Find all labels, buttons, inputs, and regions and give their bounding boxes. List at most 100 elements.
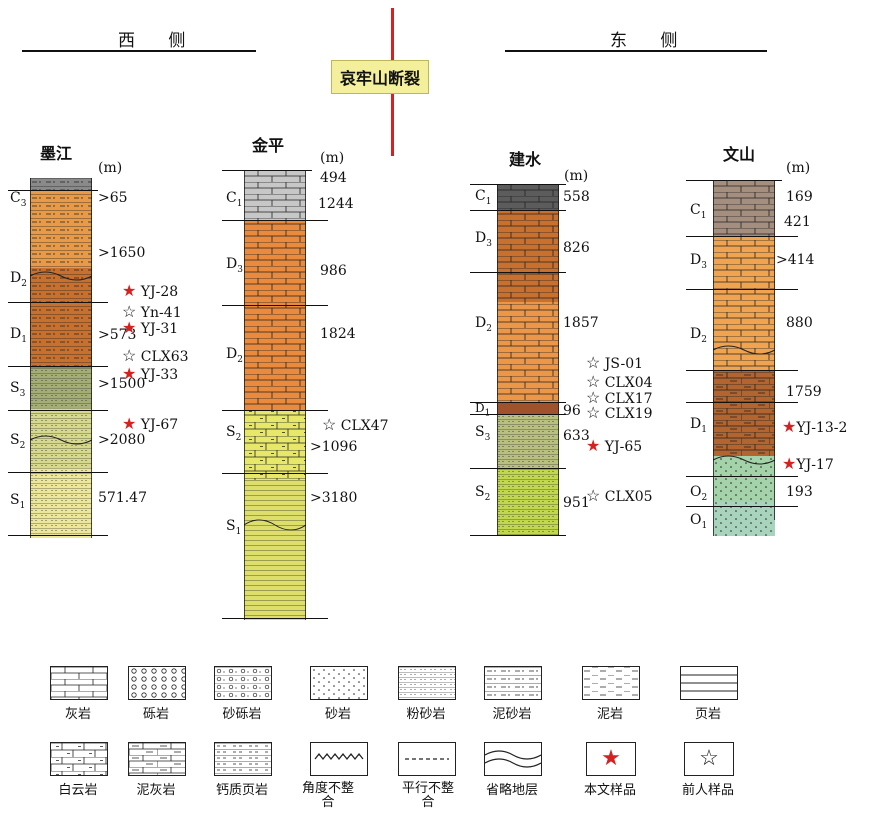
legend-this-study-sample-icon: ★ xyxy=(586,742,636,776)
stratum-label: D2 xyxy=(10,270,27,289)
star-outline-icon: ☆ xyxy=(122,302,137,321)
boundary xyxy=(8,302,108,303)
boundary xyxy=(686,506,798,507)
stratum-label: D3 xyxy=(226,256,243,275)
stratum-label: S1 xyxy=(10,492,26,511)
stratum-label: D2 xyxy=(226,346,243,365)
thickness-label: >65 xyxy=(98,190,128,206)
stratum-label: O1 xyxy=(690,512,708,531)
section-name-jianshui: 建水 xyxy=(509,150,542,169)
boundary xyxy=(222,220,328,221)
stratum-label: S2 xyxy=(226,424,242,443)
thickness-label: >1096 xyxy=(310,439,358,455)
thickness-label: 193 xyxy=(786,484,813,500)
legend-label: 灰岩 xyxy=(64,707,91,722)
column-jianshui xyxy=(497,184,559,536)
star-outline-icon: ☆ xyxy=(322,415,337,434)
boundary xyxy=(470,402,566,403)
thickness-label: >1500 xyxy=(98,376,146,392)
thickness-label: 1824 xyxy=(320,326,356,342)
thickness-label: >2080 xyxy=(98,432,146,448)
west-side-line xyxy=(22,50,256,52)
star-outline-icon: ☆ xyxy=(586,372,601,391)
boundary xyxy=(470,184,566,185)
thickness-label: 1857 xyxy=(563,315,599,331)
legend-label: 前人样品 xyxy=(681,783,734,798)
legend-shale-icon xyxy=(680,666,738,700)
legend-dolomite-icon xyxy=(50,742,108,776)
legend-conglomerate-icon xyxy=(128,666,186,700)
star-filled-icon: ★ xyxy=(586,436,601,455)
thickness-label: 880 xyxy=(786,315,813,331)
stratum-label: C1 xyxy=(226,190,243,209)
legend-label: 白云岩 xyxy=(58,783,98,798)
sample-marker: ★ YJ-67 xyxy=(122,414,179,433)
sample-marker: ★ YJ-65 xyxy=(586,436,643,455)
legend-limestone-icon xyxy=(50,666,108,700)
stratum-label: D1 xyxy=(690,416,707,435)
boundary xyxy=(686,402,798,403)
stratum-label: D1 xyxy=(10,326,27,345)
legend-marl-icon xyxy=(128,742,186,776)
boundary xyxy=(222,473,328,474)
stratum-label: D1 xyxy=(475,401,491,419)
stratum-label: D2 xyxy=(690,326,707,345)
section-name-mojiang: 墨江 xyxy=(40,144,73,163)
thickness-label: 571.47 xyxy=(98,490,147,506)
boundary xyxy=(222,410,328,411)
boundary xyxy=(8,410,108,411)
thickness-label: 986 xyxy=(320,263,347,279)
thickness-label: 558 xyxy=(563,189,590,205)
legend-label: 本文样品 xyxy=(583,783,636,798)
thickness-label: >573 xyxy=(98,327,137,343)
stratum-label: S1 xyxy=(226,518,242,537)
thickness-label: 826 xyxy=(563,240,590,256)
stratum-label: D2 xyxy=(475,315,492,334)
star-filled-icon: ★ xyxy=(122,281,137,300)
boundary xyxy=(470,414,566,415)
boundary xyxy=(686,180,782,181)
thickness-label: 421 xyxy=(784,214,811,230)
legend-label: 砾岩 xyxy=(142,707,169,722)
legend-sandstone-icon xyxy=(310,666,368,700)
legend-label: 泥岩 xyxy=(596,707,623,722)
column-jinping xyxy=(244,170,306,620)
boundary xyxy=(470,272,566,273)
legend-muddy-sandstone-icon xyxy=(484,666,542,700)
thickness-label: >1650 xyxy=(98,245,146,261)
boundary xyxy=(8,472,108,473)
sample-marker: ☆ CLX04 xyxy=(586,372,653,391)
boundary xyxy=(8,366,108,367)
boundary xyxy=(222,305,328,306)
legend-label: 粉砂岩 xyxy=(406,707,446,722)
east-side-line xyxy=(505,50,767,52)
star-outline-icon: ☆ xyxy=(586,353,601,372)
sample-marker: ★YJ-17 xyxy=(782,454,834,473)
section-name-wenshan: 文山 xyxy=(723,145,756,164)
boundary xyxy=(222,618,328,619)
legend-label: 砂岩 xyxy=(324,707,351,722)
legend-siltstone-icon xyxy=(398,666,456,700)
star-outline-icon: ☆ xyxy=(586,486,601,505)
stratum-label: S3 xyxy=(10,380,26,399)
thickness-label: 1759 xyxy=(786,384,822,400)
column-wenshan xyxy=(713,180,775,536)
star-filled-icon: ★ xyxy=(122,414,137,433)
sample-marker: ☆ CLX19 xyxy=(586,403,653,422)
legend-label: 泥砂岩 xyxy=(492,707,532,722)
unit-wenshan: (m) xyxy=(786,160,811,176)
stratum-label: C1 xyxy=(690,202,707,221)
star-outline-icon: ☆ xyxy=(586,388,601,407)
legend-calcareous-shale-icon xyxy=(214,742,272,776)
stratum-label: C3 xyxy=(10,190,27,209)
stratum-label: D3 xyxy=(690,252,707,271)
column-mojiang xyxy=(30,178,92,538)
stratum-label: S2 xyxy=(10,432,26,451)
sample-marker: ★YJ-13-2 xyxy=(782,417,848,436)
thickness-label: 951 xyxy=(563,495,590,511)
thickness-label: >414 xyxy=(776,252,815,268)
star-filled-icon: ★ xyxy=(782,417,797,436)
unit-jianshui: (m) xyxy=(564,168,589,184)
legend-mudstone-icon xyxy=(582,666,640,700)
star-outline-icon: ☆ xyxy=(586,403,601,422)
